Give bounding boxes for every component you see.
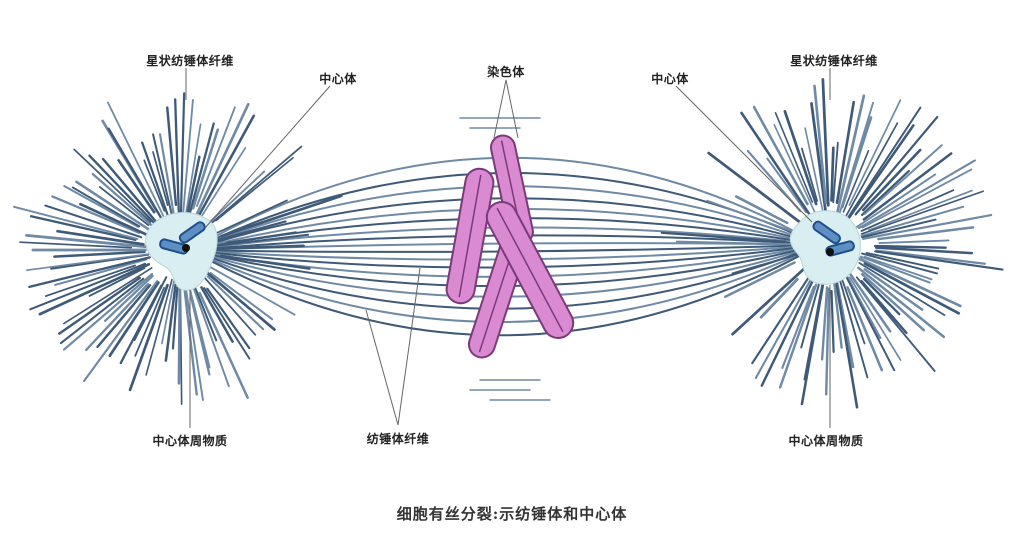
label-spindle-fibers: 纺锤体纤维	[367, 430, 430, 447]
label-chromosome: 染色体	[487, 63, 525, 80]
label-centrosome-right: 中心体	[651, 70, 689, 87]
chromosomes	[444, 133, 578, 361]
label-centrosome-left: 中心体	[319, 70, 357, 87]
label-pericentriolar-right: 中心体周物质	[788, 432, 863, 449]
label-aster-fibers-left: 星状纺锤体纤维	[146, 52, 234, 69]
label-pericentriolar-left: 中心体周物质	[152, 432, 227, 449]
label-aster-fibers-right: 星状纺锤体纤维	[790, 52, 878, 69]
figure-caption: 细胞有丝分裂:示纺锤体和中心体	[397, 503, 628, 524]
